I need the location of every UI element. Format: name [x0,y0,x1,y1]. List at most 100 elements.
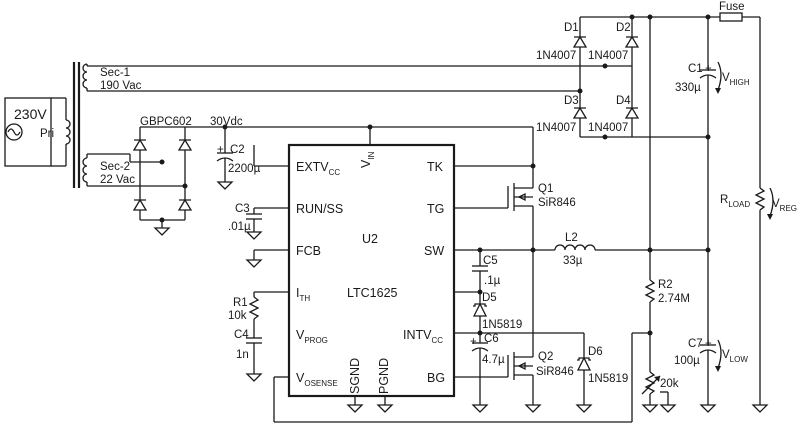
inductor-l2 [554,244,708,251]
resistor-r2 [644,17,656,372]
r2-ref: R2 [658,279,673,291]
d5-ref: D5 [482,292,497,304]
d4-part: 1N4007 [588,122,628,134]
transformer-core [72,62,81,188]
l2-value: 33µ [563,255,583,267]
c2-polarity: + [217,144,224,156]
fuse-label: Fuse [719,1,745,13]
primary-winding-label: Pri [40,128,54,140]
pin-pgnd: PGND [377,358,391,394]
resistor-rload [751,187,769,413]
q2-part: SiR846 [536,366,574,378]
vreg-label: VREG [772,198,797,213]
ic-part: LTC1625 [347,286,398,300]
rail-voltage-label: 30Vdc [210,116,243,128]
d5-part: 1N5819 [482,319,522,331]
vhigh-label: VHIGH [722,72,750,87]
capacitor-c1 [699,17,717,250]
transformer-secondary-1-coil [82,63,88,89]
q2-ref: Q2 [538,351,553,363]
r1-ref: R1 [233,297,248,309]
rload-label: RLOAD [720,194,750,209]
capacitor-c2 [216,127,234,190]
c1-ref: C1 [688,63,703,75]
ic-ref: U2 [362,232,378,246]
fuse [719,12,761,188]
capacitor-c3 [245,207,289,240]
sgnd-ground [346,396,364,413]
pin-vin: VIN [359,151,376,168]
bridge-part-label: GBPC602 [140,116,192,128]
l2-ref: L2 [565,232,578,244]
c3-ref: C3 [235,203,250,215]
c2-ref: C2 [230,144,245,156]
r2-value: 2.74M [658,293,690,305]
mosfet-q1 [507,127,534,250]
q1-part: SiR846 [538,197,576,209]
vlow-label: VLOW [722,349,748,364]
d4-ref: D4 [616,95,631,107]
d1-ref: D1 [564,22,579,34]
pin-vprog: VPROG [296,328,328,345]
sec1-name-label: Sec-1 [100,67,130,79]
c6-value: 4.7µ [482,354,505,366]
c2-value: 2200µ [228,163,261,175]
mains-voltage-label: 230V [14,106,47,122]
capacitor-c7 [699,250,717,413]
c1-value: 330µ [675,82,701,94]
pin-tk: TK [427,160,444,174]
d6-ref: D6 [588,346,603,358]
pin-vosense: VOSENSE [296,371,338,388]
pot-value: 20k [660,378,679,390]
c3-value: .01µ [228,221,251,233]
d1-part: 1N4007 [536,50,576,62]
diode-d6 [575,333,593,413]
d2-ref: D2 [616,22,631,34]
c6-polarity: + [470,336,477,348]
d6-part: 1N5819 [588,373,628,385]
d2-part: 1N4007 [588,50,628,62]
pin-sgnd: SGND [348,358,362,394]
c6-ref: C6 [484,333,499,345]
pin-sw: SW [424,244,444,258]
pin-ith: ITH [296,286,310,303]
sec2-wires [86,153,185,187]
vosense-feedback-wire [273,332,650,423]
sec2-name-label: Sec-2 [100,161,130,173]
c7-value: 100µ [674,355,700,367]
diode-d5 [472,292,488,333]
c7-polarity: + [705,338,712,350]
hv-bridge-rectifier [572,16,720,138]
d3-part: 1N4007 [536,122,576,134]
pgnd-ground [376,396,394,413]
pin-fcb: FCB [296,244,321,258]
c5-value: .1µ [484,275,501,287]
transformer-primary-coil [51,97,71,167]
ac-source [4,97,52,167]
capacitor-c4 [245,334,263,382]
fcb-ground [245,249,289,268]
pin-extvcc: EXTVCC [296,160,340,177]
vreg-arrow [767,187,774,220]
pin-tg: TG [427,202,444,216]
c1-polarity: + [705,63,712,75]
resistor-r1 [248,291,289,334]
capacitor-c5 [472,250,488,292]
sec1-wires [86,64,605,92]
vlow-arrow [715,339,722,372]
transformer-secondary-2-coil [82,157,88,183]
mosfet-q2 [507,250,542,413]
c7-ref: C7 [688,338,703,350]
r1-value: 10k [228,310,247,322]
ic-u2-body [287,143,456,398]
potentiometer [641,371,677,413]
pin-run-ss: RUN/SS [296,202,343,216]
c4-ref: C4 [234,329,249,341]
vhigh-arrow [715,61,722,94]
sec1-voltage-label: 190 Vac [100,80,142,92]
pin-intvcc: INTVCC [403,328,443,345]
sec2-voltage-label: 22 Vac [100,174,135,186]
q1-ref: Q1 [538,183,553,195]
pin-bg: BG [427,371,445,385]
